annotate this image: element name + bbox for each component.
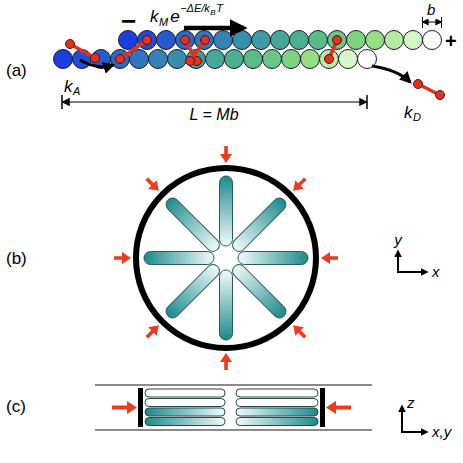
axis-label: x,y <box>432 424 451 439</box>
motor-head <box>325 55 334 64</box>
motor-head <box>91 54 100 63</box>
panel-label: (b) <box>6 250 27 267</box>
length-label: L = Mb <box>189 107 238 123</box>
motor-proteins <box>66 36 445 100</box>
rate-subscript: A <box>73 86 80 97</box>
pressure-arrows <box>114 146 338 370</box>
rate-subscript: M <box>159 17 168 28</box>
motor-head <box>186 57 195 66</box>
spacing-label: b <box>427 2 435 17</box>
minus-end: − <box>121 8 136 34</box>
panel-label: (a) <box>6 62 27 79</box>
motor-head <box>116 55 125 64</box>
exponent: −ΔE/k <box>180 3 210 14</box>
top-filament <box>119 31 442 50</box>
motor-head <box>333 36 342 45</box>
motor-head <box>436 91 445 100</box>
motor-head <box>414 80 423 89</box>
axis-label: y <box>394 232 402 247</box>
motor-head <box>143 36 152 45</box>
rate-subscript: D <box>413 112 421 123</box>
plus-end: + <box>445 31 457 51</box>
motor-head <box>66 40 75 49</box>
attach-arrow <box>80 60 113 67</box>
axis-label: x <box>432 264 440 279</box>
exponent-subscript: B <box>210 9 215 17</box>
side-view <box>95 385 372 430</box>
detach-arrow <box>372 66 410 82</box>
aster-rods <box>144 176 308 340</box>
bottom-filament <box>54 50 377 69</box>
axis-label: z <box>407 395 415 410</box>
exponential-base: e <box>170 8 179 25</box>
axes-xy <box>397 251 427 272</box>
rate-symbol: k <box>150 8 159 25</box>
rate-symbol: k <box>404 104 413 121</box>
exponent: T <box>216 3 223 14</box>
panel-label: (c) <box>6 398 26 415</box>
rate-symbol: k <box>64 78 73 95</box>
spacing-bracket <box>423 17 442 28</box>
motion-arrow <box>184 26 244 31</box>
motor-head <box>201 36 210 45</box>
motor-head <box>181 36 190 45</box>
confinement-ring <box>136 168 316 348</box>
